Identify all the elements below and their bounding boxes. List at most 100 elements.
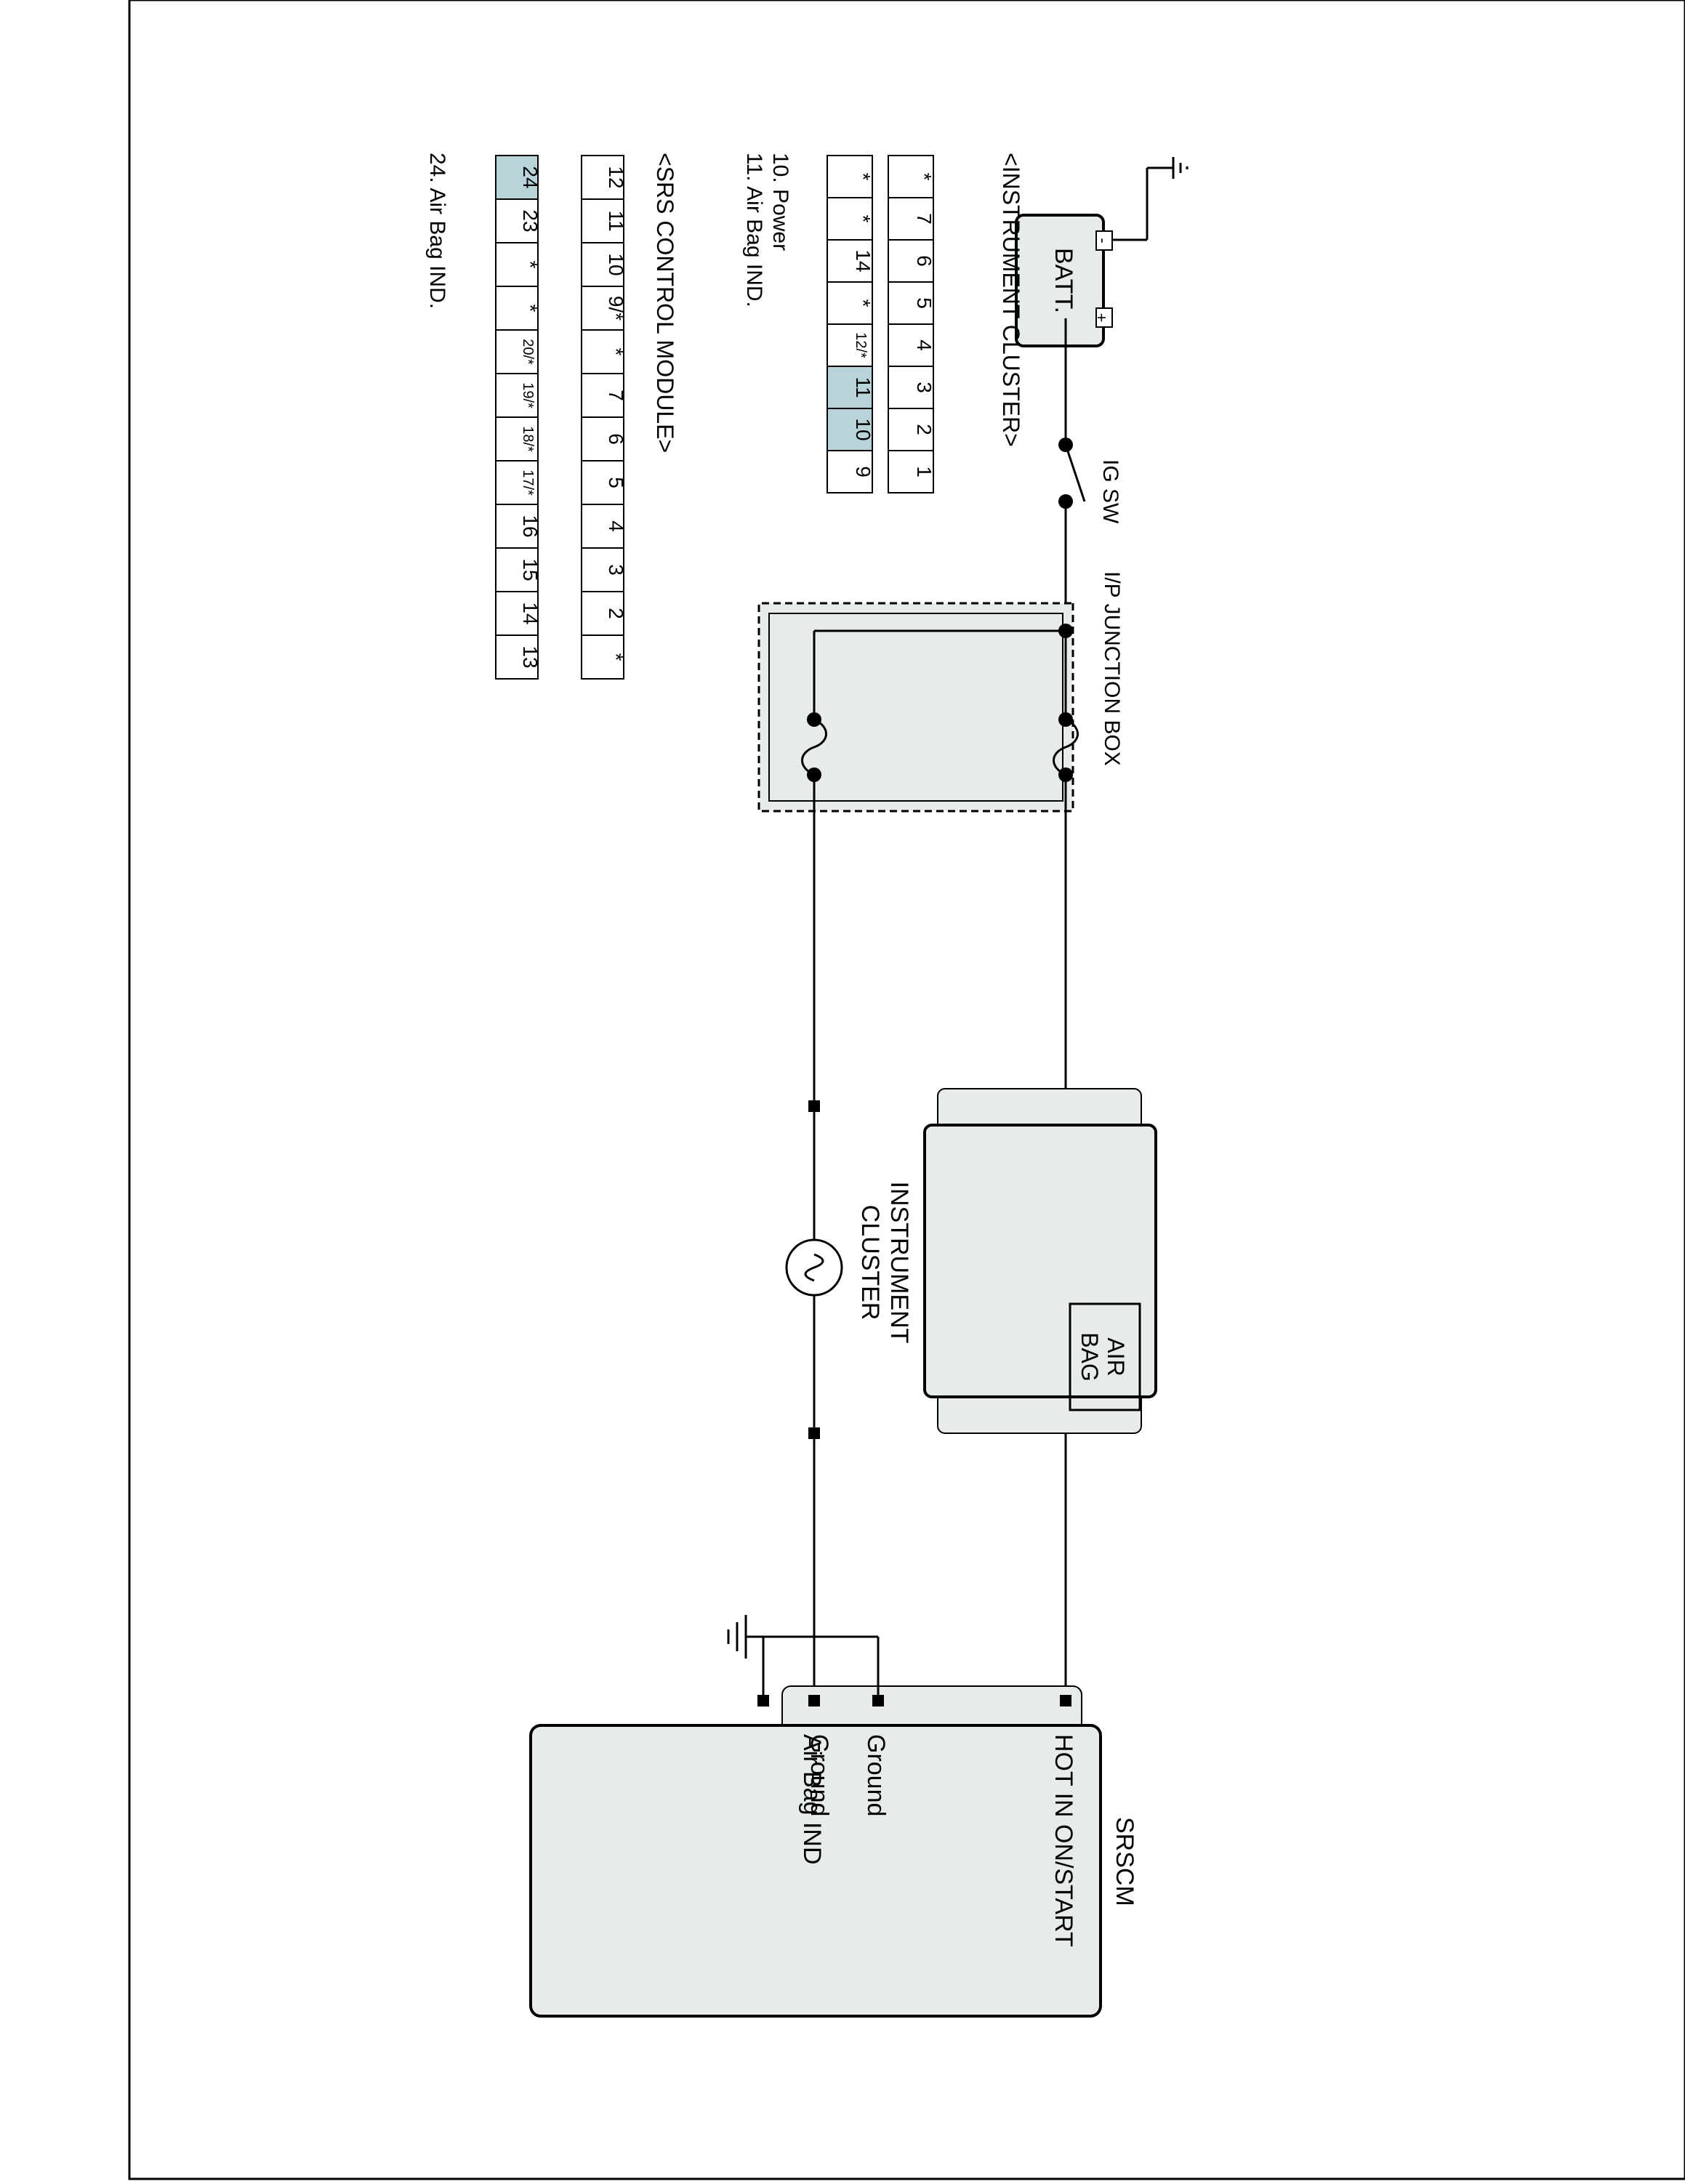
srs-connector-bottom-pin-label: 23 [519, 209, 542, 232]
cluster-connector-bottom-pin-label: * [852, 215, 874, 223]
srs-connector-top-pin-label: * [605, 653, 627, 661]
cluster-connector-bottom-cell [827, 197, 873, 241]
srs-connector-bottom-pin-label: 15 [519, 558, 542, 581]
cluster-connector-top-pin-label: 3 [913, 382, 936, 393]
cluster-component-label-line2: CLUSTER [856, 1205, 884, 1321]
srs-connector-top-pin-label: 10 [605, 253, 627, 275]
srs-connector-title: <SRS CONTROL MODULE> [652, 153, 678, 453]
srs-connector-bottom-pin-label: 13 [519, 645, 542, 668]
srscm-module: SRSCM HOT IN ON/START Air Bag IND Ground… [529, 1685, 1138, 2018]
cluster-connector-top-cell [888, 366, 934, 409]
page-frame [128, 0, 1685, 2180]
srs-connector-top-pin-label: 6 [605, 433, 627, 445]
cluster-connector-top-pin-label: 5 [913, 297, 936, 309]
srs-connector-bottom-pin-label: 17/* [520, 470, 536, 496]
srs-connector-bottom-cell [495, 198, 539, 243]
cluster-component-label-line1: INSTRUMENT [885, 1182, 913, 1344]
srscm-pin-hot-in: HOT IN ON/START [1050, 1734, 1077, 1947]
srs-connector-bottom-pin-label: * [519, 305, 542, 313]
ig-switch-label: IG SW [1098, 459, 1122, 524]
cluster-connector-title: <INSTRUMENT CLUSTER> [998, 153, 1024, 447]
srs-connector-bottom-cell [495, 373, 539, 418]
cluster-connector-bottom-cell [827, 366, 873, 409]
ig-switch: IG SW [1058, 438, 1122, 524]
srs-connector-top-pin-label: 12 [605, 166, 627, 188]
srscm-ground [727, 1615, 880, 1706]
cluster-connector-bottom-cell [827, 239, 873, 283]
air-bag-lamp-label-line2: BAG [1077, 1332, 1103, 1382]
srs-connector-top-cell [581, 634, 624, 680]
srs-connector-top-cell [581, 460, 624, 505]
cluster-connector-top-pin-label: 6 [913, 255, 936, 267]
srs-connector-top-pin-label: 7 [605, 390, 627, 401]
cluster-connector-top-pin-label: 4 [913, 339, 936, 351]
srs-connector-top-pin-label: 3 [605, 564, 627, 576]
cluster-connector-top-pin-label: 2 [913, 424, 936, 435]
cluster-connector-top-cell [888, 155, 934, 198]
cluster-connector-bottom-cell [827, 323, 873, 367]
cluster-connector-bottom-cell [827, 281, 873, 325]
srscm-title: SRSCM [1111, 1817, 1138, 1906]
air-bag-lamp-label-line1: AIR [1103, 1337, 1129, 1376]
battery-plus-label: + [1093, 313, 1111, 323]
srs-connector-top-pin-label: 5 [605, 477, 627, 488]
srs-connector-bottom-cell [495, 329, 539, 374]
fuse-2 [801, 718, 827, 776]
battery: BATT. - + [1015, 214, 1113, 347]
srscm-pin-ground-1: Ground [862, 1734, 890, 1816]
srs-connector-top-pin-label: 11 [605, 210, 627, 231]
cluster-connector-bottom-pin-label: 10 [852, 418, 874, 440]
cluster-connector-top-cell [888, 450, 934, 493]
srs-connector-top-cell [581, 198, 624, 243]
srs-connector-top-cell [581, 547, 624, 592]
instrument-cluster-component: AIR BAG INSTRUMENT CLUSTER [785, 1088, 1157, 1439]
battery-label: BATT. [1050, 248, 1077, 313]
cluster-connector-bottom-pin-label: 12/* [853, 332, 869, 358]
srs-connector-top-pin-label: 4 [605, 520, 627, 532]
cluster-connector-bottom-cell [827, 155, 873, 198]
cluster-connector-top-pin-label: 7 [913, 213, 936, 225]
cluster-connector-top-pin-label: 1 [913, 466, 936, 478]
srs-connector-bottom-cell [495, 634, 539, 680]
cluster-connector-top-cell [888, 408, 934, 451]
air-bag-lamp-label-box [1069, 1302, 1141, 1411]
srscm-pin-air-bag-ind: Air Bag IND [798, 1734, 826, 1865]
srs-connector-top-cell [581, 416, 624, 462]
cluster-connector-bottom-pin-label: 11 [852, 376, 874, 398]
srs-connector-bottom-cell [495, 504, 539, 549]
srs-connector-bottom-pin-label: 19/* [520, 382, 536, 408]
cluster-connector-bottom-pin-label: 14 [852, 249, 874, 272]
srs-connector-bottom-pin-label: * [519, 261, 542, 269]
junction-box: I/P JUNCTION BOX [757, 571, 1124, 813]
cluster-connector-bottom-pin-label: * [852, 173, 874, 181]
srs-connector-bottom-pin-label: 14 [519, 602, 542, 624]
srs-connector-top-pin-label: 2 [605, 608, 627, 619]
srs-connector-top-cell [581, 504, 624, 549]
srscm-pin-ground-2: Ground [805, 1734, 833, 1816]
srs-connector-legend-airbag: 24. Air Bag IND. [425, 153, 449, 309]
srs-connector-bottom-cell [495, 547, 539, 592]
srs-connector-bottom-pin-label: 16 [519, 515, 542, 537]
srs-connector-top-pin-label: * [605, 348, 627, 356]
cluster-connector-bottom-pin-label: * [852, 299, 874, 307]
srs-connector-bottom-cell [495, 460, 539, 505]
battery-ground-symbol [1146, 157, 1189, 240]
cluster-connector-bottom-cell [827, 450, 873, 493]
cluster-connector-legend-power: 10. Power [768, 153, 792, 251]
instrument-cluster-connector: <INSTRUMENT CLUSTER> * 7 6 5 4 3 2 1 * * 14 * 12/* 1… [742, 153, 1024, 493]
srs-connector-top-cell [581, 242, 624, 287]
cluster-connector-legend-airbag: 11. Air Bag IND. [742, 153, 766, 307]
srs-connector-top-cell [581, 286, 624, 331]
srs-connector-bottom-cell [495, 416, 539, 462]
srs-connector-bottom-pin-label: 18/* [520, 426, 536, 452]
srs-connector-bottom-pin-label: 20/* [520, 339, 536, 365]
cluster-connector-top-pin-label: * [913, 173, 936, 181]
fuse-1 [1053, 718, 1079, 776]
junction-box-label: I/P JUNCTION BOX [1100, 571, 1124, 766]
cluster-connector-bottom-pin-label: 9 [852, 466, 874, 478]
srs-connector-bottom-cell [495, 286, 539, 331]
cluster-connector-bottom-cell [827, 408, 873, 451]
